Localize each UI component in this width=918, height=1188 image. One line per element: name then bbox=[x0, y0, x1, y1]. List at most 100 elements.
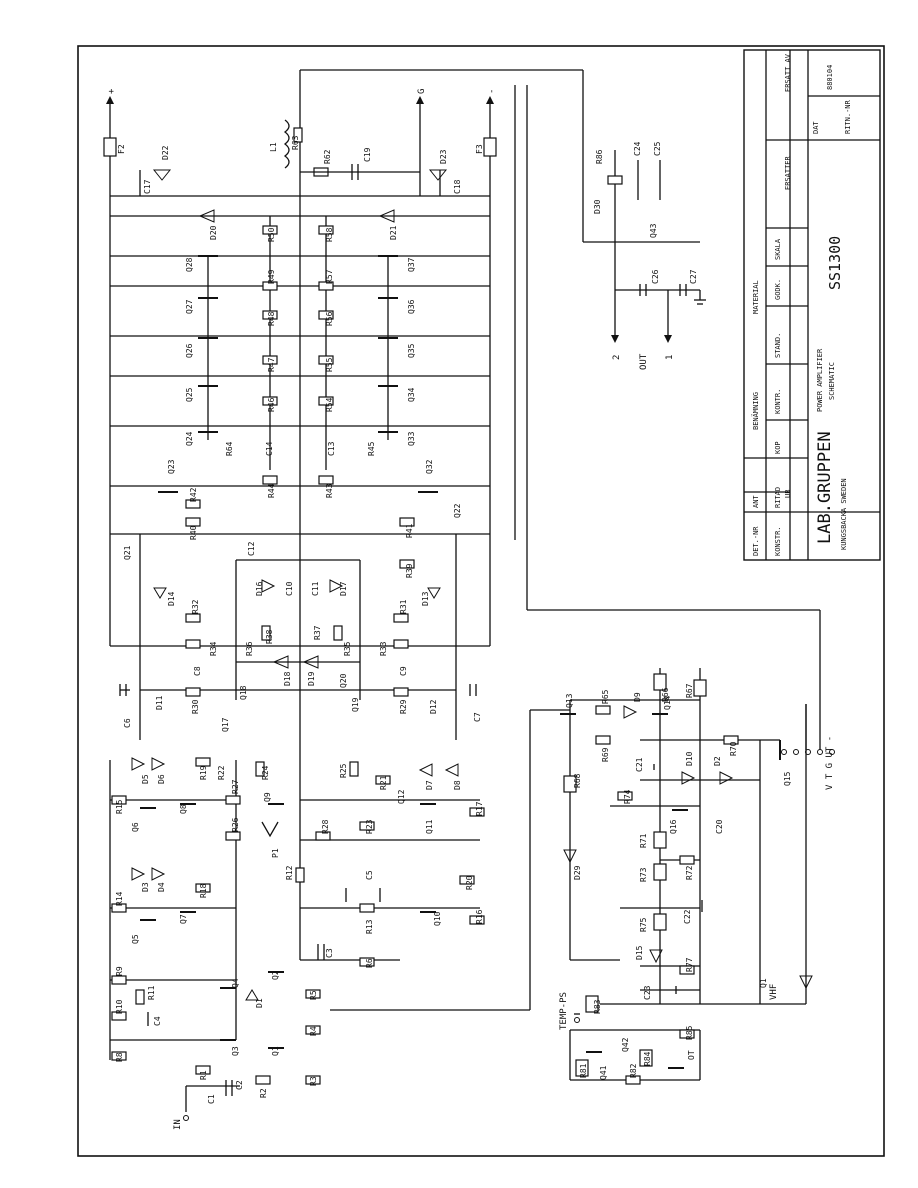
label-q13: Q13 bbox=[565, 693, 574, 708]
label-r47: R47 bbox=[267, 357, 276, 372]
label-c22: C22 bbox=[683, 909, 692, 924]
label-r27: R27 bbox=[231, 779, 240, 794]
label-r13: R13 bbox=[365, 919, 374, 934]
driver-stage bbox=[119, 499, 477, 740]
label-q36: Q36 bbox=[407, 299, 416, 314]
label-d14: D14 bbox=[167, 591, 176, 606]
connector-vtgut bbox=[781, 700, 835, 755]
label-c24: C24 bbox=[633, 141, 642, 156]
output-transistors-left bbox=[158, 255, 218, 493]
label-c19: C19 bbox=[363, 147, 372, 162]
label-q26: Q26 bbox=[185, 343, 194, 358]
label-r85: R85 bbox=[685, 1025, 694, 1040]
title-block-title-2: SCHEMATIC bbox=[828, 362, 836, 400]
label-c13: C13 bbox=[327, 441, 336, 456]
label-d1: D1 bbox=[255, 998, 264, 1008]
label-c11: C11 bbox=[311, 581, 320, 596]
label-c1: C1 bbox=[207, 1094, 216, 1104]
label-c7: C7 bbox=[473, 712, 482, 722]
label-d18: D18 bbox=[283, 671, 292, 686]
label-c17: C17 bbox=[143, 179, 152, 194]
label-r20: R20 bbox=[465, 875, 474, 890]
label-q35: Q35 bbox=[407, 343, 416, 358]
label-r35: R35 bbox=[343, 641, 352, 656]
label-r77: R77 bbox=[685, 957, 694, 972]
label-d10: D10 bbox=[685, 751, 694, 766]
label-d9: D9 bbox=[633, 692, 642, 702]
label-q7: Q7 bbox=[179, 914, 188, 924]
label-r50: R50 bbox=[267, 227, 276, 242]
label-c10: C10 bbox=[285, 581, 294, 596]
label-p1: P1 bbox=[271, 848, 280, 858]
label-c14: C14 bbox=[265, 441, 274, 456]
label-q1: Q1 bbox=[271, 1046, 280, 1056]
label-q11: Q11 bbox=[425, 819, 434, 834]
title-block-skala: SKALA bbox=[774, 238, 782, 260]
label-r32: R32 bbox=[191, 599, 200, 614]
label-c20: C20 bbox=[715, 819, 724, 834]
label-d16: D16 bbox=[255, 581, 264, 596]
label-q43: Q43 bbox=[649, 223, 658, 238]
label-q37: Q37 bbox=[407, 257, 416, 272]
label-r9: R9 bbox=[115, 966, 124, 976]
label-r86: R86 bbox=[595, 149, 604, 164]
label-r75: R75 bbox=[639, 917, 648, 932]
label-vhf: VHF bbox=[769, 984, 779, 1000]
label-q28: Q28 bbox=[185, 257, 194, 272]
label-r69: R69 bbox=[601, 747, 610, 762]
label-d17: D17 bbox=[339, 581, 348, 596]
label-f2: F2 bbox=[117, 144, 126, 154]
label-r48: R48 bbox=[267, 311, 276, 326]
title-block-text: LAB.GRUPPEN KUNGSBACKA SWEDEN POWER AMPL… bbox=[751, 53, 852, 556]
label-d20: D20 bbox=[209, 225, 218, 240]
label-r33: R33 bbox=[379, 641, 388, 656]
label-c6: C6 bbox=[123, 718, 132, 728]
power-rails bbox=[109, 69, 821, 960]
label-q41: Q41 bbox=[599, 1065, 608, 1080]
label-q33: Q33 bbox=[407, 431, 416, 446]
label-q4: Q4 bbox=[231, 978, 240, 988]
label-r4: R4 bbox=[309, 1026, 318, 1036]
label-c23: C23 bbox=[643, 985, 652, 1000]
title-block bbox=[743, 49, 881, 561]
label-r23: R23 bbox=[365, 819, 374, 834]
title-block-stand: STAND. bbox=[774, 333, 782, 358]
label-d6: D6 bbox=[157, 774, 166, 784]
label-r81: R81 bbox=[579, 1063, 588, 1078]
label-q5: Q5 bbox=[131, 934, 140, 944]
label-r1: R1 bbox=[199, 1070, 208, 1080]
label-c25: C25 bbox=[653, 141, 662, 156]
title-block-benamning: BENÄMNING bbox=[751, 392, 760, 430]
label-r57: R57 bbox=[325, 269, 334, 284]
label-r74: R74 bbox=[623, 789, 632, 804]
label-q14: Q14 bbox=[663, 695, 672, 710]
label-q24: Q24 bbox=[185, 431, 194, 446]
label-out-1: 1 bbox=[665, 355, 675, 360]
label-d2: D2 bbox=[713, 756, 722, 766]
label-d22: D22 bbox=[161, 145, 170, 160]
label-q22: Q22 bbox=[453, 503, 462, 518]
label-r37: R37 bbox=[313, 625, 322, 640]
label-r63: R63 bbox=[291, 135, 300, 150]
title-block-kontr: KONTR. bbox=[774, 389, 782, 414]
title-block-title-1: POWER AMPLIFIER bbox=[816, 348, 824, 412]
label-r12: R12 bbox=[285, 865, 294, 880]
label-c26: C26 bbox=[651, 269, 660, 284]
label-q20: Q20 bbox=[339, 673, 348, 688]
label-c8: C8 bbox=[193, 666, 202, 676]
title-block-company: LAB.GRUPPEN bbox=[815, 431, 835, 544]
label-q19: Q19 bbox=[351, 697, 360, 712]
label-r24: R24 bbox=[261, 765, 270, 780]
label-d11: D11 bbox=[155, 695, 164, 710]
label-q32: Q32 bbox=[425, 459, 434, 474]
label-r44: R44 bbox=[267, 483, 276, 498]
label-d8: D8 bbox=[453, 780, 462, 790]
label-plus: + bbox=[107, 88, 117, 94]
title-block-konstr: KONSTR. bbox=[774, 526, 782, 556]
label-r40: R40 bbox=[189, 525, 198, 540]
title-block-ersatt-av: ERSATT AV bbox=[784, 53, 792, 92]
label-r71: R71 bbox=[639, 833, 648, 848]
title-block-dat: DAT bbox=[812, 121, 820, 134]
label-r17: R17 bbox=[475, 801, 484, 816]
label-r72: R72 bbox=[685, 865, 694, 880]
